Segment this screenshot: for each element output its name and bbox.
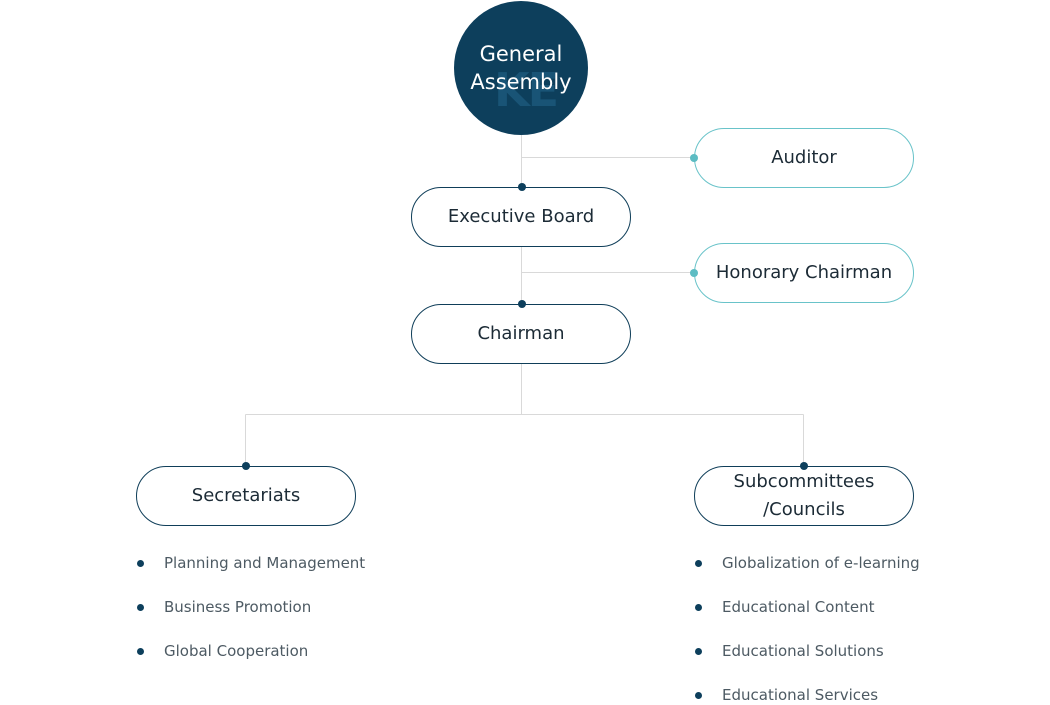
list-item-label: Business Promotion [164, 598, 312, 616]
secretariats-list: Planning and Management Business Promoti… [136, 552, 365, 684]
bullet-icon [695, 648, 702, 655]
bullet-icon [137, 604, 144, 611]
list-item: Planning and Management [136, 552, 365, 596]
general-assembly-line1: General [479, 42, 563, 66]
connector-dot-secretariats [241, 462, 250, 470]
list-item-label: Global Cooperation [164, 642, 309, 660]
chairman-label: Chairman [477, 323, 565, 344]
list-item: Globalization of e-learning [694, 552, 920, 596]
general-assembly-label: General Assembly [461, 40, 581, 96]
subcommittees-label: Subcommittees /Councils [734, 468, 875, 524]
bullet-icon [137, 648, 144, 655]
connector-dot-subcommittees [799, 462, 808, 470]
list-item-label: Educational Content [722, 598, 875, 616]
auditor-label: Auditor [771, 147, 837, 168]
general-assembly-line2: Assembly [470, 70, 572, 94]
subcommittees-list: Globalization of e-learning Educational … [694, 552, 920, 705]
general-assembly-node: KE General Assembly [454, 1, 588, 135]
connector-dot-executive-board [517, 183, 526, 191]
list-item: Educational Content [694, 596, 920, 640]
bullet-icon [695, 604, 702, 611]
auditor-node: Auditor [694, 128, 914, 188]
logo-watermark: KE [494, 63, 559, 117]
connector-dot-chairman [517, 300, 526, 308]
executive-board-node: Executive Board [411, 187, 631, 247]
honorary-chairman-node: Honorary Chairman [694, 243, 914, 303]
secretariats-node: Secretariats [136, 466, 356, 526]
list-item-label: Planning and Management [164, 554, 366, 572]
connector-dot-auditor [690, 153, 698, 162]
connector-dot-honorary-chairman [690, 268, 698, 277]
bullet-icon [695, 692, 702, 699]
subcommittees-line2: /Councils [763, 499, 845, 520]
list-item: Educational Services [694, 684, 920, 705]
honorary-chairman-label: Honorary Chairman [715, 262, 893, 283]
list-item-label: Globalization of e-learning [722, 554, 920, 572]
subcommittees-node: Subcommittees /Councils [694, 466, 914, 526]
secretariats-label: Secretariats [191, 485, 301, 506]
chairman-node: Chairman [411, 304, 631, 364]
list-item: Educational Solutions [694, 640, 920, 684]
bullet-icon [137, 560, 144, 567]
list-item-label: Educational Services [722, 686, 879, 704]
bullet-icon [695, 560, 702, 567]
list-item: Business Promotion [136, 596, 365, 640]
subcommittees-line1: Subcommittees [733, 471, 875, 492]
list-item-label: Educational Solutions [722, 642, 884, 660]
list-item: Global Cooperation [136, 640, 365, 684]
executive-board-label: Executive Board [447, 206, 595, 227]
